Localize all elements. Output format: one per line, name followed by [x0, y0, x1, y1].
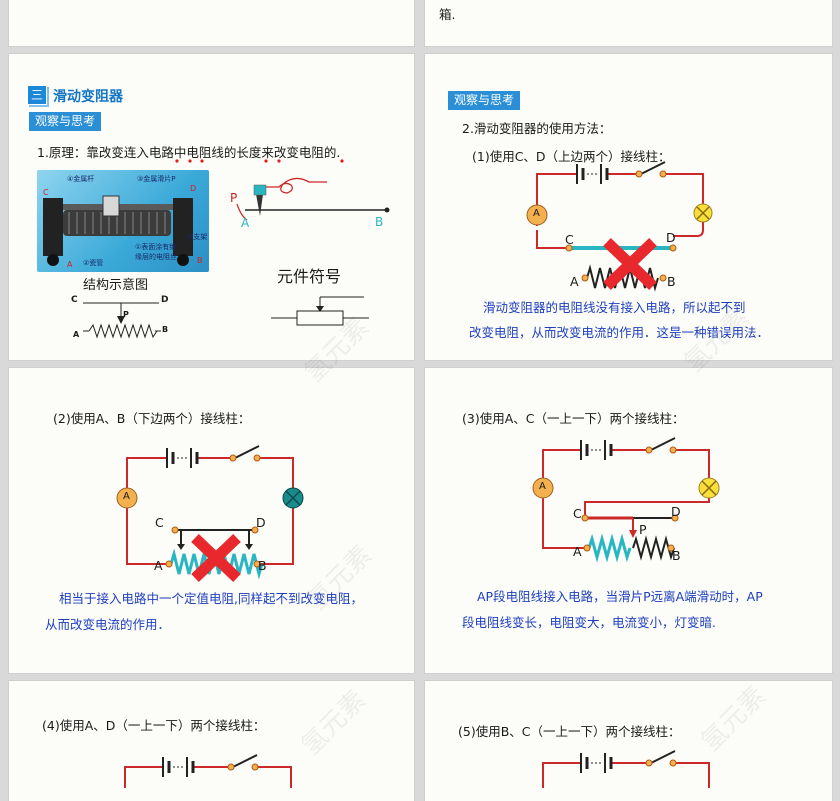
terminal-b-label: B [258, 558, 267, 573]
top-left-slide-fragment [9, 0, 414, 46]
principle-text: 1.原理：靠改变连入电路中电阻线的长度来改变电阻的. [37, 145, 341, 160]
terminal-d-label: D [256, 515, 266, 530]
slider-position-diagram [236, 177, 390, 221]
terminal-b-label: B [672, 548, 681, 563]
ammeter-label: A [539, 481, 546, 492]
case-ac-title: (3)使用A、C（一上一下）两个接线柱： [462, 411, 685, 426]
photo-label: C [43, 188, 49, 197]
continued-text: 箱. [439, 7, 456, 22]
slider-p-label: P [639, 522, 647, 537]
explanation-line1: 滑动变阻器的电阻线没有接入电路，所以起不到 [483, 300, 746, 315]
explanation-line1: 相当于接入电路中一个定值电阻,同样起不到改变电阻， [59, 591, 363, 606]
structure-caption: 结构示意图 [83, 278, 149, 293]
rheostat-illustration [43, 195, 193, 266]
terminal-c-label: C [565, 232, 574, 247]
circuit-ac [532, 437, 720, 563]
circuit-ad-partial [124, 754, 292, 788]
explanation-line2: 段电阻线变长，电阻变大，电流变小，灯变暗. [462, 615, 716, 630]
case-ad-title: (4)使用A、D（一上一下）两个接线柱： [42, 718, 266, 733]
photo-label: ②瓷管 [83, 259, 104, 267]
circuit-cd [526, 161, 713, 292]
slider-label-a: A [241, 216, 250, 230]
case-cd-title: (1)使用C、D（上边两个）接线柱： [472, 149, 671, 164]
observe-think-tag: 观察与思考 [29, 112, 102, 131]
rheostat-photo: ④金属杆 ③金属滑片P D C ⑤支架 ①表面涂有绝 缘层的电阻丝 ②瓷管 B … [37, 170, 209, 272]
photo-label: A [67, 260, 73, 269]
schematic-label-p: P [123, 310, 129, 319]
terminal-d-label: D [671, 504, 681, 519]
explanation-line2: 从而改变电流的作用． [45, 617, 171, 632]
slider-label-b: B [375, 215, 384, 229]
photo-label: ④金属杆 [67, 175, 95, 183]
terminal-a-label: A [573, 544, 582, 559]
terminal-d-label: D [666, 230, 676, 245]
terminal-c-label: C [573, 506, 582, 521]
slide-usage-ad: (4)使用A、D（一上一下）两个接线柱： 氢元素 [9, 681, 414, 801]
case-bc-title: (5)使用B、C（一上一下）两个接线柱： [458, 724, 681, 739]
terminal-a-label: A [154, 558, 163, 573]
method-title: 2.滑动变阻器的使用方法： [462, 121, 612, 136]
symbol-caption: 元件符号 [277, 267, 342, 286]
section-title: 滑动变阻器 [53, 89, 123, 105]
slider-label-p: P [230, 191, 238, 205]
explanation-line1: AP段电阻线接入电路，当滑片P远离A端滑动时，AP [477, 589, 763, 604]
section-number-badge: 三 [27, 85, 47, 105]
slide-usage-cd: 观察与思考 2.滑动变阻器的使用方法： (1)使用C、D（上边两个）接线柱： A… [425, 54, 832, 360]
slide-usage-ac: (3)使用A、C（一上一下）两个接线柱： A C D P A B AP段电阻线接… [425, 368, 832, 673]
schematic-label-a: A [73, 330, 80, 339]
case-ab-title: (2)使用A、B（下边两个）接线柱： [53, 411, 251, 426]
circuit-ab [116, 445, 304, 582]
slide-principle: 三 滑动变阻器 观察与思考 1.原理：靠改变连入电路中电阻线的长度来改变电阻的. [9, 54, 414, 360]
ammeter-label: A [533, 208, 540, 219]
terminal-c-label: C [155, 515, 164, 530]
photo-label: D [190, 184, 197, 193]
schematic-label-b: B [162, 325, 169, 334]
top-right-slide-fragment: 箱. [425, 0, 832, 46]
terminal-a-label: A [570, 274, 579, 289]
rheostat-symbol [271, 296, 369, 326]
schematic-label-c: C [71, 295, 78, 305]
photo-label: ⑤支架 [187, 233, 208, 241]
structure-schematic [83, 302, 161, 339]
schematic-label-d: D [161, 295, 169, 305]
slide-usage-bc: (5)使用B、C（一上一下）两个接线柱： 氢元素 [425, 681, 832, 801]
explanation-line2: 改变电阻，从而改变电流的作用．这是一种错误用法． [469, 325, 770, 340]
photo-label: 缘层的电阻丝 [135, 253, 177, 261]
terminal-b-label: B [667, 274, 676, 289]
ammeter-label: A [123, 491, 130, 502]
photo-label: ①表面涂有绝 [135, 243, 177, 251]
emphasis-dots [175, 159, 344, 163]
slide-usage-ab: (2)使用A、B（下边两个）接线柱： A C D A B 相当于接入电路中一个定… [9, 368, 414, 673]
observe-think-tag: 观察与思考 [448, 91, 521, 110]
circuit-bc-partial [542, 750, 710, 788]
photo-label: B [197, 256, 203, 265]
photo-label: ③金属滑片P [137, 175, 176, 183]
